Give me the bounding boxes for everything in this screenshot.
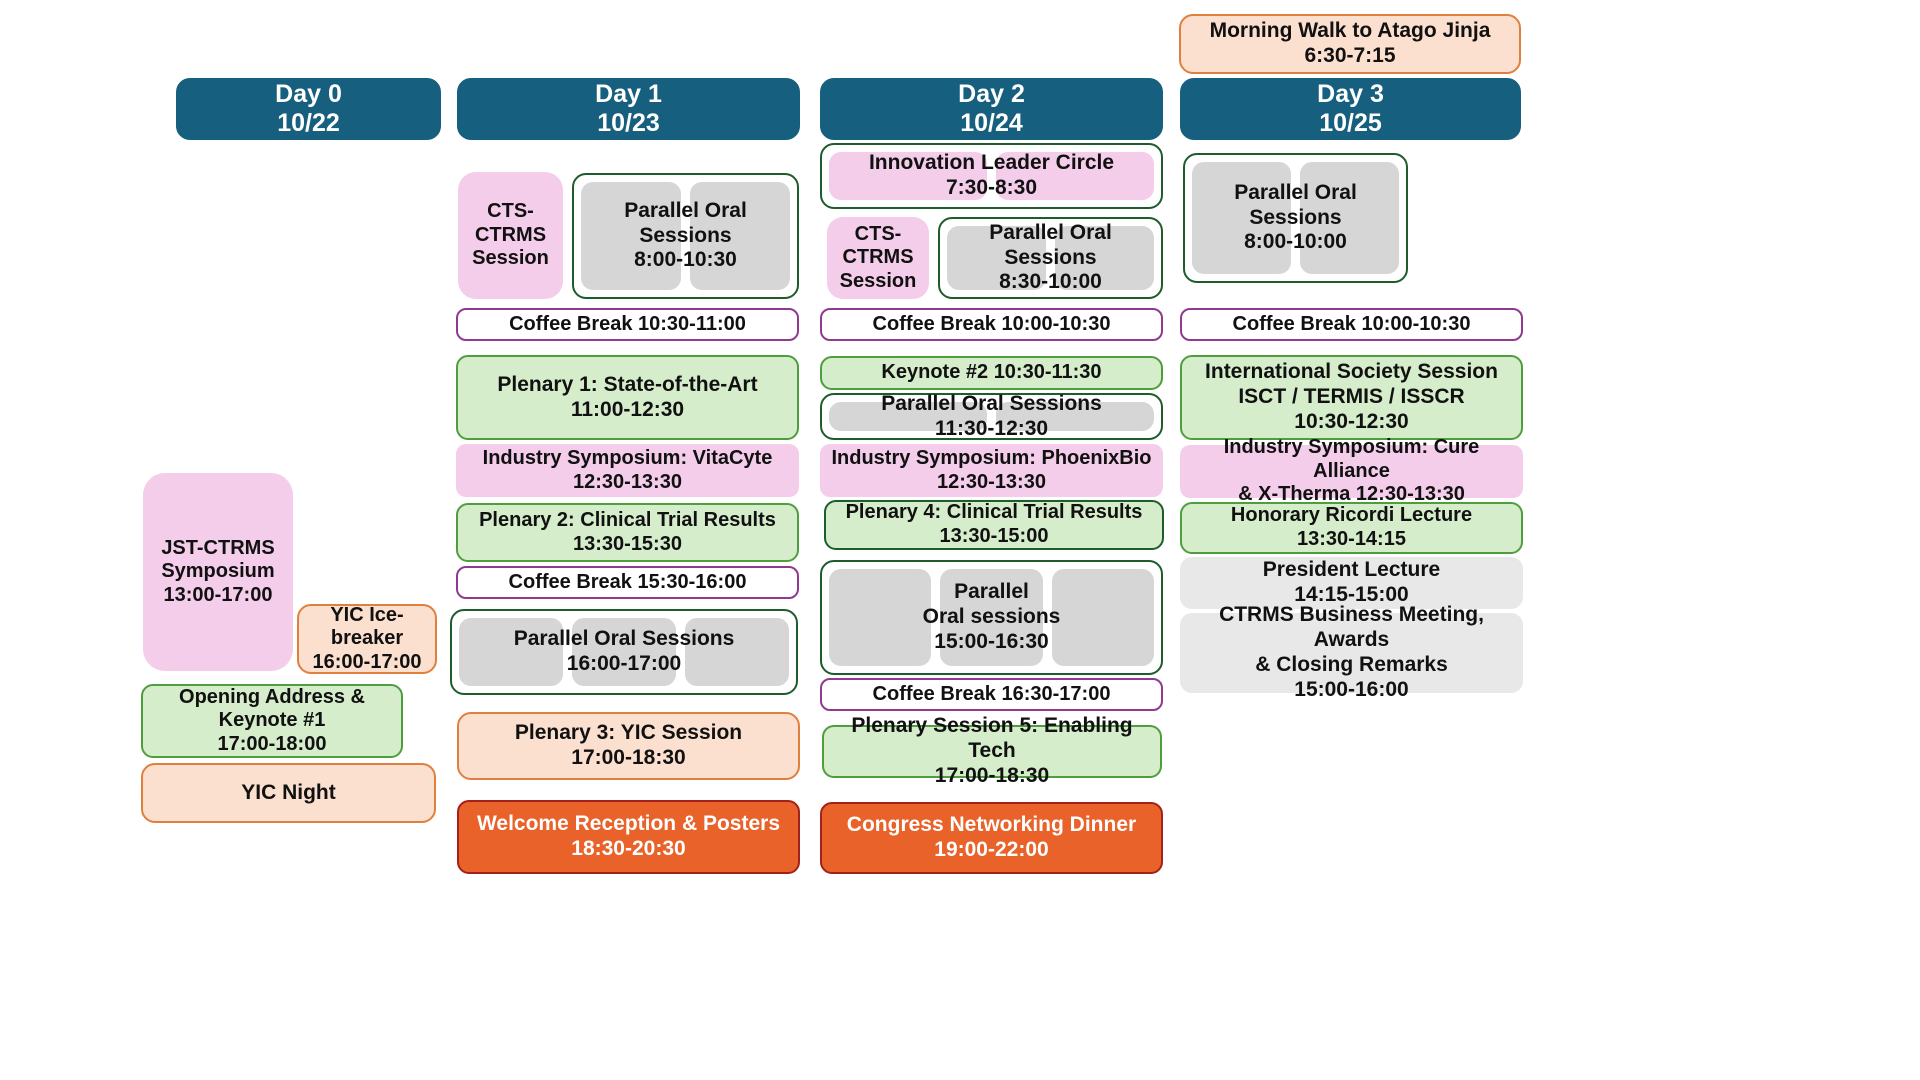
event-opening-address-keynote1[interactable]: Opening Address & Keynote #1 17:00-18:00: [141, 684, 403, 758]
session-tiles: [459, 618, 789, 686]
session-tile[interactable]: [1055, 226, 1154, 290]
event-day1-plenary3[interactable]: Plenary 3: YIC Session 17:00-18:30: [457, 712, 800, 780]
session-tile[interactable]: [1192, 162, 1291, 274]
session-tile[interactable]: [690, 182, 790, 290]
event-morning-walk[interactable]: Morning Walk to Atago Jinja 6:30-7:15: [1179, 14, 1521, 74]
session-tile[interactable]: [1300, 162, 1399, 274]
event-yic-icebreaker[interactable]: YIC Ice- breaker 16:00-17:00: [297, 604, 437, 674]
event-day1-plenary2[interactable]: Plenary 2: Clinical Trial Results 13:30-…: [456, 503, 799, 562]
event-day1-coffee-break-am[interactable]: Coffee Break 10:30-11:00: [456, 308, 799, 341]
group-day2-parallel-oral-am[interactable]: Parallel Oral Sessions 8:30-10:00: [938, 217, 1163, 299]
session-tile[interactable]: [581, 182, 681, 290]
session-tiles: [581, 182, 790, 290]
session-tile[interactable]: [829, 402, 987, 431]
session-tile[interactable]: [947, 226, 1046, 290]
session-tile[interactable]: [1051, 569, 1154, 666]
event-day2-networking-dinner[interactable]: Congress Networking Dinner 19:00-22:00: [820, 802, 1163, 874]
group-day1-parallel-oral-am[interactable]: Parallel Oral Sessions 8:00-10:30: [572, 173, 799, 299]
event-day1-industry-symposium[interactable]: Industry Symposium: VitaCyte 12:30-13:30: [456, 444, 799, 497]
session-tile[interactable]: [829, 152, 987, 200]
event-day1-coffee-break-pm[interactable]: Coffee Break 15:30-16:00: [456, 566, 799, 599]
event-jst-ctrms-symposium[interactable]: JST-CTRMS Symposium 13:00-17:00: [143, 473, 293, 671]
event-day3-industry-symposium[interactable]: Industry Symposium: Cure Alliance & X-Th…: [1180, 436, 1523, 505]
session-tiles: [947, 226, 1154, 290]
event-day3-business-meeting[interactable]: CTRMS Business Meeting, Awards & Closing…: [1180, 603, 1523, 701]
event-day1-plenary1[interactable]: Plenary 1: State-of-the-Art 11:00-12:30: [456, 355, 799, 440]
session-tile[interactable]: [940, 569, 1043, 666]
session-tile[interactable]: [829, 569, 932, 666]
event-day3-international-society-session[interactable]: International Society Session ISCT / TER…: [1180, 355, 1523, 440]
day-header-day1[interactable]: Day 1 10/23: [457, 78, 800, 140]
event-day3-president-lecture[interactable]: President Lecture 14:15-15:00: [1180, 557, 1523, 609]
event-day2-plenary5[interactable]: Plenary Session 5: Enabling Tech 17:00-1…: [822, 714, 1162, 787]
event-day2-plenary4[interactable]: Plenary 4: Clinical Trial Results 13:30-…: [824, 500, 1164, 550]
session-tile[interactable]: [685, 618, 789, 686]
session-tile[interactable]: [996, 152, 1154, 200]
event-day3-coffee-break-am[interactable]: Coffee Break 10:00-10:30: [1180, 308, 1523, 341]
group-day3-parallel-oral-am[interactable]: Parallel Oral Sessions 8:00-10:00: [1183, 153, 1408, 283]
session-tiles: [829, 152, 1154, 200]
day-header-day0[interactable]: Day 0 10/22: [176, 78, 441, 140]
group-day1-parallel-oral-pm[interactable]: Parallel Oral Sessions 16:00-17:00: [450, 609, 798, 695]
session-tiles: [1192, 162, 1399, 274]
day-header-day2[interactable]: Day 2 10/24: [820, 78, 1163, 140]
group-day2-innovation-leader-circle[interactable]: Innovation Leader Circle 7:30-8:30: [820, 143, 1163, 209]
session-tile[interactable]: [996, 402, 1154, 431]
event-day2-cts-ctrms-session[interactable]: CTS- CTRMS Session: [827, 217, 929, 299]
event-day2-industry-symposium[interactable]: Industry Symposium: PhoenixBio 12:30-13:…: [820, 444, 1163, 497]
event-day2-keynote2[interactable]: Keynote #2 10:30-11:30: [820, 356, 1163, 390]
event-day2-coffee-break-pm[interactable]: Coffee Break 16:30-17:00: [820, 678, 1163, 711]
event-day1-welcome-reception[interactable]: Welcome Reception & Posters 18:30-20:30: [457, 800, 800, 874]
group-day2-parallel-oral-pm[interactable]: Parallel Oral sessions 15:00-16:30: [820, 560, 1163, 675]
event-day2-coffee-break-am[interactable]: Coffee Break 10:00-10:30: [820, 308, 1163, 341]
day-header-day3[interactable]: Day 3 10/25: [1180, 78, 1521, 140]
session-tiles: [829, 402, 1154, 431]
group-day2-parallel-oral-mid[interactable]: Parallel Oral Sessions 11:30-12:30: [820, 392, 1163, 440]
event-day3-honorary-ricordi-lecture[interactable]: Honorary Ricordi Lecture 13:30-14:15: [1180, 502, 1523, 554]
session-tiles: [829, 569, 1154, 666]
session-tile[interactable]: [459, 618, 563, 686]
event-day1-cts-ctrms-session[interactable]: CTS- CTRMS Session: [458, 172, 563, 299]
event-yic-night[interactable]: YIC Night: [141, 763, 436, 823]
session-tile[interactable]: [572, 618, 676, 686]
